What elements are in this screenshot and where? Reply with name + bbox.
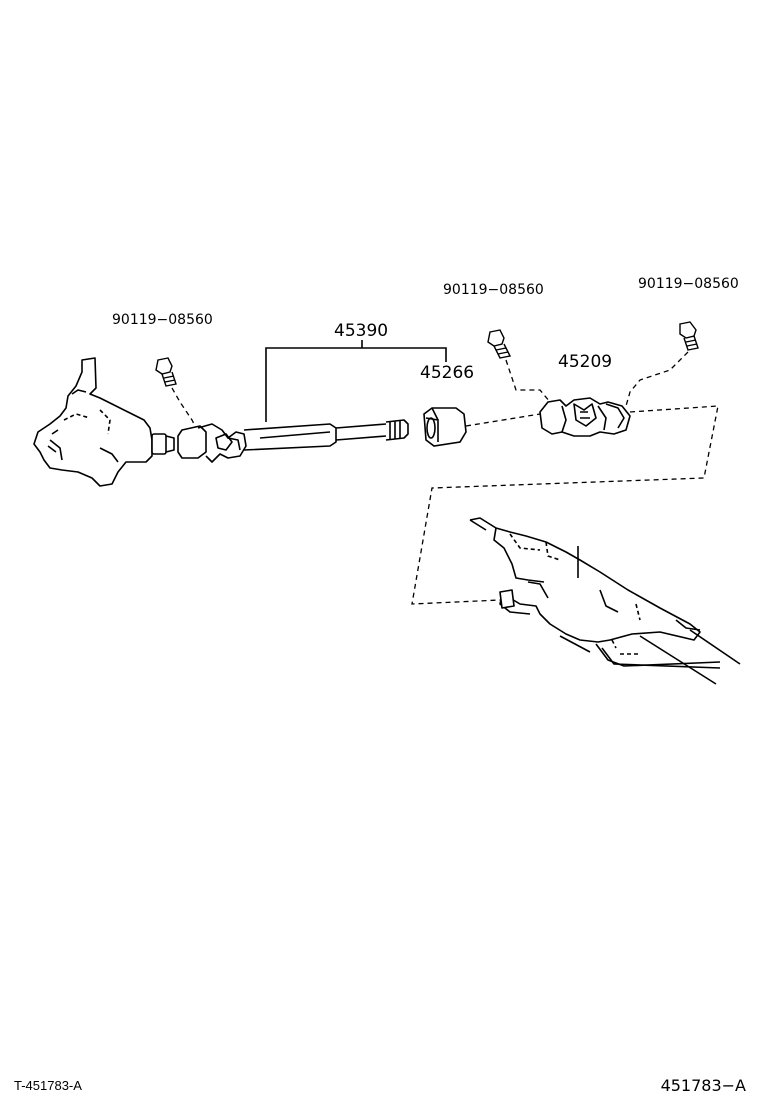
label-bolt-middle: 90119−08560 bbox=[443, 282, 544, 298]
leader-bushing-to-joint bbox=[465, 413, 541, 427]
universal-joint bbox=[539, 397, 631, 437]
leader-bolt-middle bbox=[505, 359, 551, 403]
label-bushing: 45266 bbox=[420, 363, 474, 383]
bracket-45390 bbox=[265, 347, 447, 422]
leader-joint-to-column bbox=[411, 405, 719, 605]
leader-bolt-left bbox=[171, 387, 197, 429]
footer-right-code: 451783−A bbox=[660, 1076, 746, 1095]
label-joint: 45209 bbox=[558, 352, 612, 372]
bolt-right bbox=[679, 321, 699, 351]
bolt-left bbox=[155, 357, 177, 387]
label-shaft-assembly: 45390 bbox=[334, 321, 388, 341]
bolt-middle bbox=[487, 329, 512, 359]
steering-gear-housing bbox=[33, 357, 175, 487]
footer-left-code: T-451783-A bbox=[14, 1078, 82, 1093]
intermediate-shaft-assembly bbox=[177, 419, 409, 463]
bushing bbox=[423, 407, 467, 447]
label-bolt-right: 90119−08560 bbox=[638, 276, 739, 292]
label-bolt-left: 90119−08560 bbox=[112, 312, 213, 328]
leader-bolt-right bbox=[625, 351, 689, 407]
steering-column bbox=[469, 517, 741, 685]
